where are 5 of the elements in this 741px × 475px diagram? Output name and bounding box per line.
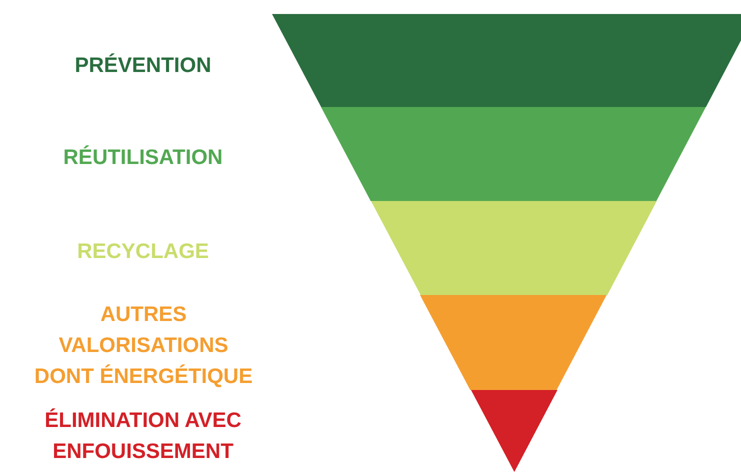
level-label: RÉUTILISATION <box>63 144 223 170</box>
level-label: PRÉVENTION <box>74 52 212 78</box>
level-label: RECYCLAGE <box>77 238 209 264</box>
level-label: ÉLIMINATION AVEC ENFOUISSEMENT <box>44 407 242 465</box>
level-label: AUTRES VALORISATIONS DONT ÉNERGÉTIQUE <box>33 302 254 390</box>
